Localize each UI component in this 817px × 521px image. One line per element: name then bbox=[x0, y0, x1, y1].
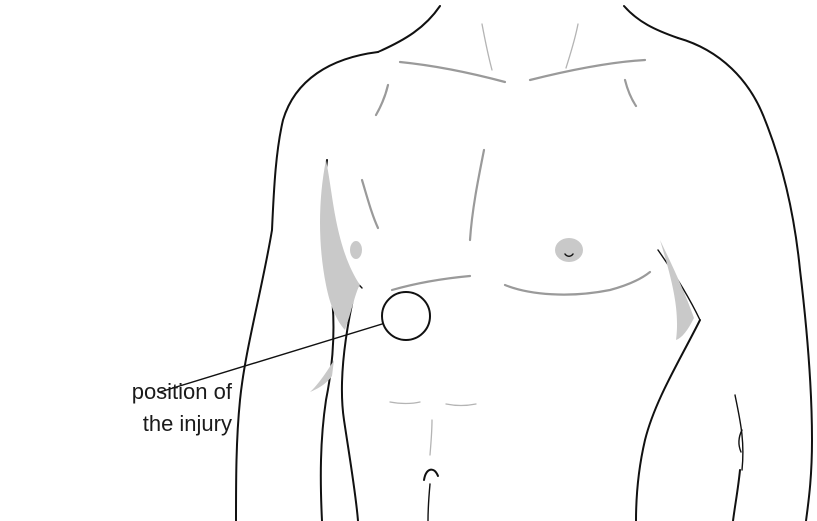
neck-muscle-left bbox=[482, 24, 492, 70]
right-forearm-outline bbox=[733, 470, 740, 521]
injury-circle bbox=[382, 292, 430, 340]
injury-label-line-2: the injury bbox=[20, 408, 232, 440]
ab-line-left bbox=[390, 402, 420, 404]
right-nipple bbox=[555, 238, 583, 262]
right-collarbone bbox=[530, 60, 645, 80]
neck-right-outline bbox=[624, 6, 678, 38]
ab-center-line bbox=[430, 420, 432, 455]
injury-label-line-1: position of bbox=[20, 376, 232, 408]
right-pec-lower bbox=[505, 272, 650, 295]
left-lower-shade bbox=[310, 360, 334, 392]
ab-line-right bbox=[446, 404, 476, 406]
right-side-shade bbox=[660, 240, 694, 340]
right-elbow-line bbox=[735, 395, 743, 470]
right-shoulder-outline bbox=[678, 38, 812, 521]
left-nipple bbox=[350, 241, 362, 259]
right-inner-arm-outline bbox=[636, 320, 700, 521]
left-collarbone bbox=[400, 62, 505, 82]
injury-label: position of the injury bbox=[20, 376, 232, 440]
navel bbox=[424, 470, 438, 480]
sternum-line bbox=[470, 150, 484, 240]
neck-muscle-right bbox=[566, 24, 578, 68]
left-deltoid-line bbox=[376, 85, 388, 115]
neck-left-outline bbox=[378, 6, 440, 52]
right-deltoid-line bbox=[625, 80, 636, 106]
navel-line bbox=[428, 484, 430, 521]
left-pec-side bbox=[362, 180, 378, 228]
left-pec-lower bbox=[392, 276, 470, 290]
